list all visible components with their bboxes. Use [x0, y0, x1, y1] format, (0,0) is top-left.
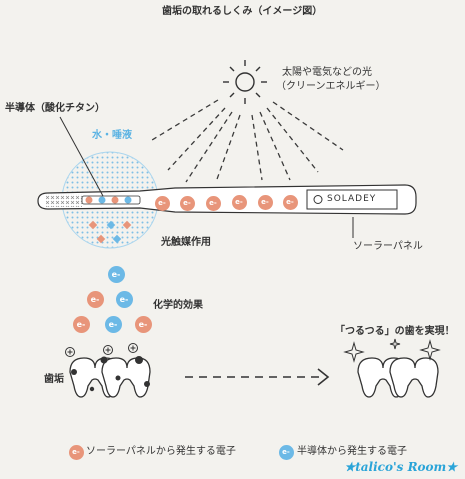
- particle-solar: [88, 220, 98, 230]
- plaque-teeth: [69, 357, 151, 398]
- plaque-label: 歯垢: [44, 374, 64, 385]
- semiconductor-electron-icon: e-: [278, 444, 294, 460]
- plus-icons: [65, 343, 138, 357]
- legend-solar-label: ソーラーパネルから発生する電子: [86, 446, 236, 457]
- particle-solar: [122, 220, 132, 230]
- particle-solar: [96, 234, 106, 244]
- electron-solar: [111, 196, 119, 204]
- sunlight-label-line2: （クリーンエネルギー）: [276, 81, 386, 92]
- brush-head-bristles: [46, 194, 82, 207]
- particle-semiconductor: [112, 234, 122, 244]
- solar-electron-icon: e-: [205, 195, 221, 211]
- light-rays: [151, 99, 344, 183]
- process-arrow: [185, 368, 330, 386]
- plaque-deposits: [71, 356, 150, 392]
- particle-semiconductor: [106, 220, 116, 230]
- semiconductor-electron-icon: e-: [104, 315, 122, 333]
- brand-label: SOLADEY: [327, 194, 377, 204]
- solar-electron-icon: e-: [179, 195, 195, 211]
- semiconductor-label: 半導体（酸化チタン）: [5, 103, 105, 114]
- solar-electron-icon: e-: [72, 315, 90, 333]
- solar-electron-icon: e-: [68, 444, 84, 460]
- sparkle-icons: [343, 338, 441, 363]
- brand-plate: [306, 189, 398, 210]
- solar-electron-icon: e-: [257, 194, 273, 210]
- reaction-particles: [88, 220, 132, 244]
- solar-electron-icon: e-: [86, 290, 104, 308]
- electron-solar: [85, 196, 93, 204]
- photocatalysis-label: 光触媒作用: [161, 237, 211, 248]
- water-saliva-label: 水・唾液: [92, 130, 132, 141]
- solar-electron-icon: e-: [154, 195, 170, 211]
- semiconductor-electron-icon: e-: [107, 265, 125, 283]
- solar-electron-icon: e-: [282, 194, 298, 210]
- result-label: 「つるつる」の歯を実現！: [335, 326, 455, 337]
- legend-semiconductor-label: 半導体から発生する電子: [297, 446, 407, 457]
- toothbrush: [37, 184, 417, 215]
- semiconductor-pointer: [59, 116, 104, 197]
- electron-semiconductor: [124, 196, 132, 204]
- core-electrons: [85, 196, 132, 204]
- diagram-title: 歯垢の取れるしくみ（イメージ図）: [162, 6, 323, 17]
- solar-electron-icon: e-: [134, 315, 152, 333]
- solar-electron-icon: e-: [231, 194, 247, 210]
- chemical-effect-label: 化学的効果: [153, 300, 203, 311]
- sunlight-label-line1: 太陽や電気などの光: [282, 67, 372, 78]
- sun-icon: [223, 60, 267, 104]
- watermark: ★talico's Room★: [344, 460, 457, 474]
- brand-logo-icon: [313, 195, 323, 204]
- semiconductor-electron-icon: e-: [115, 290, 133, 308]
- solar-panel-label: ソーラーパネル: [353, 241, 423, 252]
- clean-teeth: [357, 357, 439, 398]
- electron-semiconductor: [98, 196, 106, 204]
